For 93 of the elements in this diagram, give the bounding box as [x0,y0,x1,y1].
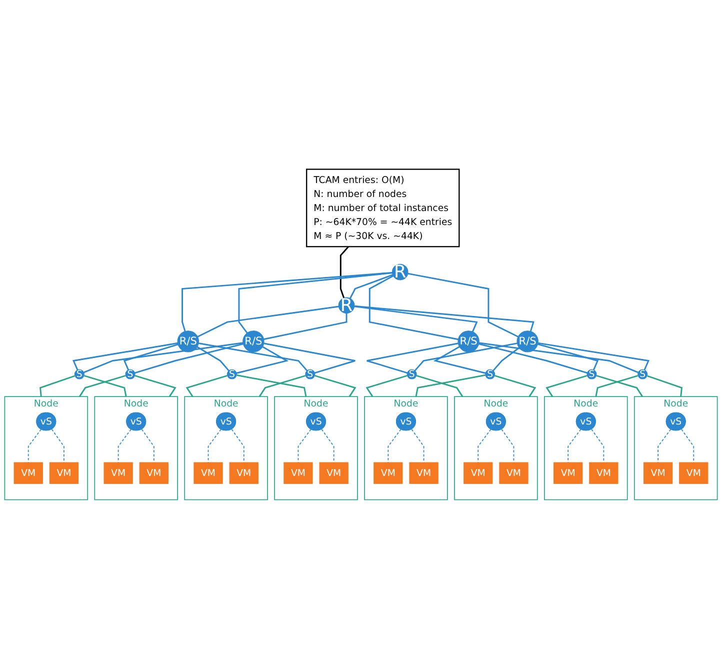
connector [494,374,536,397]
connector [258,374,306,397]
connector [186,374,228,397]
connector [208,428,222,463]
connector [415,374,486,397]
connector [134,374,176,397]
connector [658,428,672,463]
connector [84,342,244,374]
node-circle [177,330,199,352]
connector [354,306,478,332]
node-box [554,462,583,484]
connector [366,342,458,374]
connector [264,342,356,374]
connector [349,274,393,299]
connector [231,428,244,463]
connector [681,428,694,463]
connector [416,374,464,397]
connector [647,375,682,397]
connector [478,342,638,374]
connector [197,306,339,338]
node-box [499,462,528,484]
node-circle [638,369,648,380]
node-circle [125,369,136,380]
connector [182,272,392,332]
connector [478,343,588,374]
connector [314,374,356,397]
node-box [284,462,313,484]
node-box [319,462,348,484]
node-box [49,462,79,484]
node-circle [458,330,480,352]
connector [414,342,518,372]
connector [546,374,588,397]
connector [51,428,64,463]
connector [298,428,312,463]
connector [433,346,486,374]
node-circle [74,369,84,380]
connector [198,342,308,372]
cluster [634,396,718,500]
node-box [194,462,223,484]
cluster [364,396,448,500]
cluster [544,396,628,500]
connector [408,272,518,338]
node-box [643,462,673,484]
connector [321,428,334,463]
node-box [589,462,618,484]
node-circle [338,297,355,314]
cluster [94,396,178,500]
node-circle [242,330,264,352]
cluster [454,396,538,500]
node-circle [226,369,237,380]
connector [568,428,582,463]
connector [28,428,42,463]
connector [538,342,650,370]
connector [134,343,244,374]
node-circle [586,369,597,380]
connector [236,374,307,397]
connector [501,428,514,463]
connector [238,272,392,334]
node-circle [485,369,496,380]
connector [264,313,348,340]
connector [478,428,492,463]
connector [492,347,520,372]
connector [40,375,75,397]
connector [354,305,534,332]
connector [591,428,604,463]
connector [118,428,132,463]
node-circle [305,369,316,380]
connector [538,344,599,370]
node-circle [406,369,417,380]
connector [340,246,350,298]
cluster [274,396,358,500]
node-box [139,462,168,484]
node-box [229,462,258,484]
node-box [306,168,460,248]
connector [141,428,154,463]
node-box [374,462,403,484]
connector [366,374,408,397]
node-circle [392,264,408,280]
node-circle [516,330,538,352]
node-box [679,462,708,484]
connector [411,428,424,463]
connector [236,346,289,374]
cluster [4,396,88,500]
node-box [104,462,133,484]
connector [72,342,178,370]
connector [368,275,458,340]
connector [196,346,230,372]
node-box [14,462,43,484]
connector [388,428,402,463]
connector [123,344,178,370]
node-box [409,462,438,484]
cluster [184,396,268,500]
node-box [464,462,493,484]
